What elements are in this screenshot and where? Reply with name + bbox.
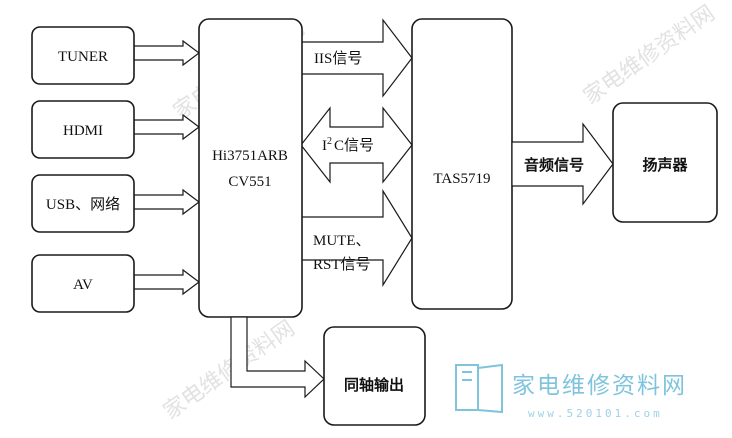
arrow-av [133, 268, 200, 296]
iis-signal-label: IIS信号 [314, 50, 362, 67]
arrow-mute-rst [300, 188, 413, 288]
soc-amp-arrows [300, 18, 413, 288]
hdmi-label: HDMI [63, 123, 103, 139]
tuner-label: TUNER [58, 49, 108, 65]
arrow-coax [230, 316, 325, 399]
soc-label-line2: CV551 [228, 174, 271, 190]
av-label: AV [73, 277, 93, 293]
book-logo-icon [455, 363, 503, 414]
arrow-audio [511, 122, 614, 206]
tuner-box [31, 26, 135, 85]
rst-signal-label: RST信号 [313, 256, 371, 273]
usb-network-label: USB、网络 [46, 196, 120, 213]
audio-signal-label: 音频信号 [524, 156, 584, 174]
speaker-box [612, 102, 718, 223]
arrow-iis [300, 18, 413, 98]
speaker-label: 扬声器 [642, 156, 688, 174]
amplifier-label: TAS5719 [433, 171, 490, 187]
arrow-hdmi [133, 113, 200, 141]
arrow-usb [133, 188, 200, 216]
site-watermark: 家电维修资料网 www.520101.com [455, 363, 687, 420]
coax-output-box [323, 326, 426, 426]
watermark-diagonal-2: 家电维修资料网 [579, 1, 720, 110]
mute-signal-label: MUTE、 [313, 233, 371, 249]
av-box [31, 254, 135, 313]
hdmi-box [31, 100, 135, 159]
coax-output-label: 同轴输出 [344, 376, 404, 394]
amplifier-box [411, 18, 513, 310]
watermark-url: www.520101.com [528, 407, 663, 420]
arrow-tuner [133, 39, 200, 67]
input-arrows [133, 39, 200, 296]
soc-label-line1: Hi3751ARB [212, 148, 288, 164]
watermark-brand: 家电维修资料网 [512, 373, 687, 399]
usb-network-box [31, 174, 135, 233]
soc-box [198, 18, 303, 318]
